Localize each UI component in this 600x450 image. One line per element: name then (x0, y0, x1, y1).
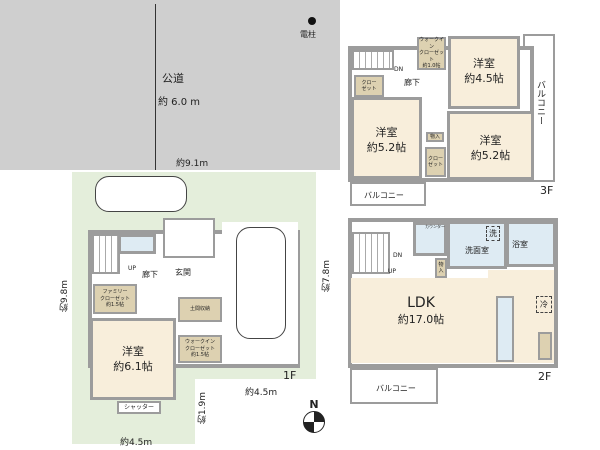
road-label: 公道 (162, 72, 184, 85)
floor3-storage: 物入 (426, 132, 444, 142)
floor3-room-c: 洋室約5.2帖 (447, 111, 534, 180)
floor1-toilet (118, 234, 156, 254)
car-top-icon (95, 176, 187, 212)
floor2-washroom: 洗面室 (447, 221, 507, 269)
text: 約1.5帖 (106, 302, 124, 309)
room-name: 洋室 (122, 345, 144, 358)
floor3-balcony-bottom: バルコニー (350, 182, 426, 206)
text: クロー (361, 79, 377, 86)
floor3-closet-2: クローゼット (425, 147, 446, 177)
public-road (0, 0, 340, 170)
floor3-walkin-closet: ウォークインクローゼット約1.0帖 (417, 37, 446, 70)
floor3-label: 3F (540, 184, 554, 197)
floor1-stairs (92, 234, 120, 274)
floor3-room-b: 洋室約5.2帖 (351, 97, 422, 179)
floor1-entrance: 玄関 (175, 268, 191, 277)
floor3-balcony-side-label: バルコニー (535, 80, 545, 125)
floor2-storage: 物入 (435, 258, 447, 278)
floor1-family-closet: ファミリークローゼット約1.5帖 (93, 284, 137, 314)
text: 物入 (429, 133, 440, 140)
road-width: 約 6.0 m (158, 97, 201, 108)
text: 土間収納 (189, 306, 210, 313)
floor3-hall: 廊下 (404, 78, 420, 87)
room-name: 洋室 (375, 126, 398, 139)
text: クローゼット (99, 295, 130, 302)
site-bottom-right: 約4.5m (245, 388, 278, 398)
fridge-icon: 冷 (536, 296, 552, 313)
text: ゼット (361, 86, 377, 92)
room-name: LDK (407, 295, 435, 311)
text: 物入 (438, 261, 444, 275)
floor2-label: 2F (538, 370, 552, 383)
north-label: N (309, 398, 319, 411)
room-size: 約5.2帖 (470, 148, 511, 162)
text: クローゼット (184, 345, 215, 352)
text: ウォークイン (184, 339, 215, 346)
floor2-balcony: バルコニー (350, 368, 438, 404)
room-name: 洋室 (479, 134, 502, 147)
floor2-bath: 浴室 (506, 221, 556, 267)
compass-icon (303, 411, 325, 433)
site-depth-left: 約9.8m (60, 280, 70, 313)
text: 約1.5帖 (191, 352, 209, 359)
floor2-counter: カウンター (425, 224, 445, 229)
floor1-up: UP (128, 265, 137, 272)
utility-pole-label: 電柱 (300, 30, 316, 39)
text: ファミリー (102, 289, 128, 296)
site-bottom: 約4.5m (120, 438, 153, 448)
floor2-up: UP (388, 268, 397, 275)
north-arrow-icon: N (300, 398, 328, 438)
site-depth-right: 約7.8m (322, 260, 332, 293)
site-frontage: 約9.1m (176, 159, 209, 169)
floor1-earth-storage: 土間収納 (178, 297, 222, 322)
floor2-toilet (413, 222, 447, 256)
text: 約1.0帖 (422, 63, 441, 70)
floor3-dn: DN (394, 66, 404, 73)
floor1-hall: 廊下 (142, 270, 158, 279)
text: クローゼット (419, 50, 445, 63)
room-size: 約17.0帖 (397, 312, 445, 326)
floor3-stairs (352, 50, 394, 70)
washer-icon: 洗 (486, 226, 500, 241)
road-dimension-line (155, 4, 156, 170)
room-size: 約4.5帖 (464, 71, 504, 85)
kitchen-counter (496, 296, 514, 362)
car-garage-icon (236, 227, 286, 339)
pantry-shelf (538, 332, 552, 360)
floor1-bedroom: 洋室約6.1帖 (90, 318, 176, 400)
text: クロー (427, 155, 443, 162)
floor2-stairs (352, 232, 390, 274)
floor1-label: 1F (283, 369, 297, 382)
floor1-walkin-closet: ウォークインクローゼット約1.5帖 (178, 335, 222, 363)
text: 浴室 (512, 240, 528, 249)
site-notch: 約1.9m (198, 392, 208, 425)
floor3-closet-1: クローゼット (354, 75, 384, 97)
room-size: 約5.2帖 (366, 140, 407, 154)
floor1-shutter: シャッター (117, 401, 161, 414)
utility-pole-icon (308, 17, 316, 25)
floor2-dn: DN (393, 252, 403, 259)
text: ウォークイン (419, 37, 445, 50)
text: 洗面室 (465, 246, 489, 255)
room-size: 約6.1帖 (113, 359, 153, 373)
floor3-room-a: 洋室約4.5帖 (448, 36, 520, 109)
floor1-entry-porch (163, 218, 215, 258)
text: ゼット (427, 162, 443, 168)
room-name: 洋室 (473, 57, 495, 70)
